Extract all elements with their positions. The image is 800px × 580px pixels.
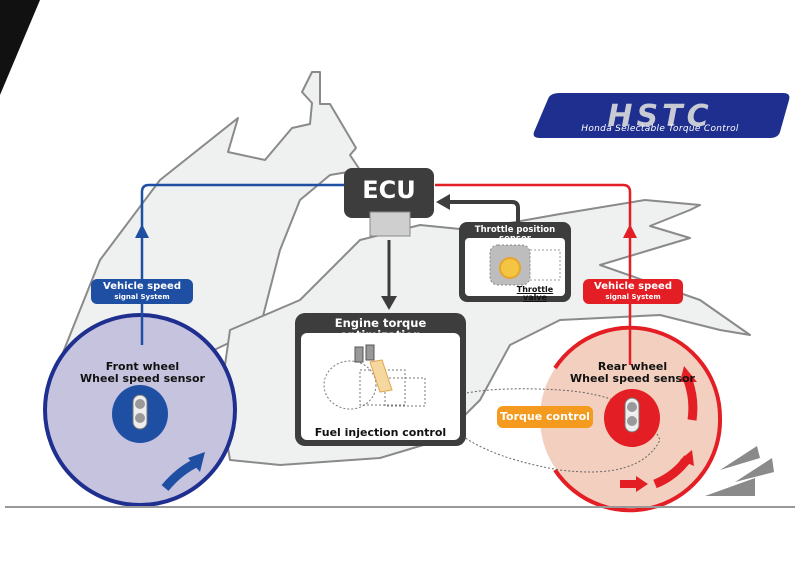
front-speed-signal-badge: Vehicle speed signal System <box>91 279 193 304</box>
engine-title: Engine torque optimization <box>334 316 427 343</box>
rear-signal-line <box>435 183 637 365</box>
rear-signal-line2: signal System <box>605 293 661 301</box>
rear-hub <box>604 389 660 447</box>
ecu-box <box>344 168 434 218</box>
rear-wheel-label: Rear wheel Wheel speed sensor <box>550 361 715 384</box>
rear-wheel-line1: Rear wheel <box>597 360 668 373</box>
ecu-to-engine-arrow <box>381 240 397 310</box>
rear-signal-line1: Vehicle speed <box>594 281 672 292</box>
ecu-connector <box>369 211 411 237</box>
front-wheel-line1: Front wheel <box>105 360 180 373</box>
throttle-valve-caption: Throttle valve <box>516 285 554 303</box>
hstc-logo: HSTC <box>533 93 790 138</box>
up-arrow-icon <box>135 224 149 238</box>
corner-wedge <box>0 0 40 95</box>
front-signal-line <box>135 183 345 345</box>
front-signal-line1: Vehicle speed <box>103 281 181 292</box>
front-wheel <box>43 313 237 507</box>
rear-rotation-arrows <box>620 366 698 492</box>
throttle-to-ecu-arrow <box>436 194 520 222</box>
throttle-valve-illustration <box>489 244 561 286</box>
torque-control-badge: Torque control <box>497 406 593 428</box>
front-wheel-label: Front wheel Wheel speed sensor <box>60 361 225 384</box>
logo-acronym: HSTC <box>607 99 712 134</box>
engine-illustration <box>323 344 426 410</box>
drive-chain <box>439 388 661 473</box>
throttle-sensor-title: Throttle position sensor <box>474 225 556 244</box>
front-signal-line2: signal System <box>114 293 170 301</box>
up-arrow-icon <box>623 224 637 238</box>
rear-wheel-line2: Wheel speed sensor <box>570 371 695 385</box>
front-wheel-line2: Wheel speed sensor <box>80 371 205 385</box>
fuel-injection-caption: Fuel injection control <box>314 426 447 439</box>
rear-speed-signal-badge: Vehicle speed signal System <box>583 279 683 304</box>
ecu-label: ECU <box>362 176 416 204</box>
logo-full-name: Honda Selectable Torque Control <box>581 124 739 134</box>
speed-streaks <box>705 446 774 496</box>
